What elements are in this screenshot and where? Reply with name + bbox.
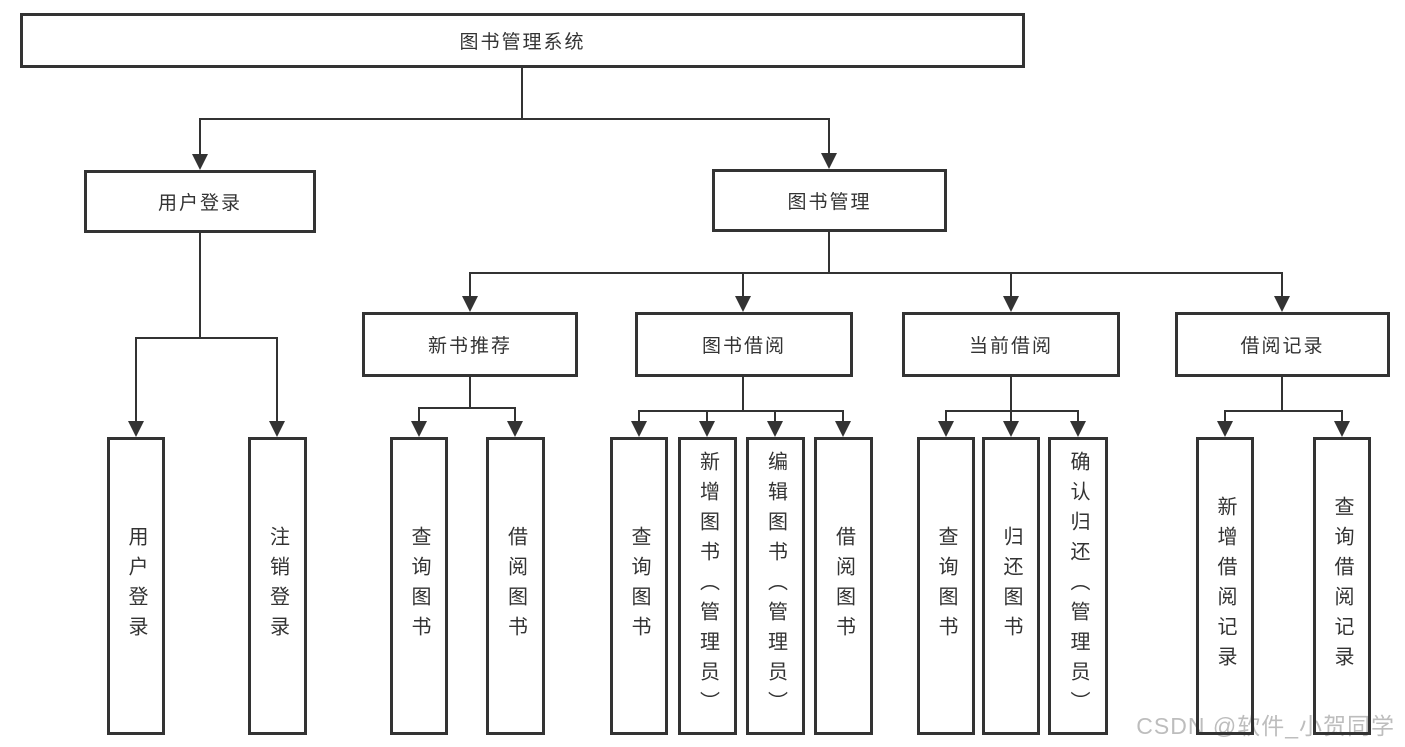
leaf-add-borrow-record-label: 新增借阅记录 [1214,496,1236,676]
arrow-down-icon [1334,421,1350,437]
node-book-borrowing-label: 图书借阅 [701,336,786,357]
connector-line [514,407,516,422]
connector-line [1281,272,1283,297]
arrow-down-icon [835,421,851,437]
leaf-return-book-label: 归还图书 [1000,526,1022,646]
connector-line [945,410,947,422]
connector-line [1224,410,1226,422]
node-new-book-recommend-label: 新书推荐 [427,336,512,357]
connector-line [1077,410,1079,422]
arrow-down-icon [411,421,427,437]
arrow-down-icon [938,421,954,437]
leaf-borrow-books-2-label: 借阅图书 [832,526,855,646]
arrow-down-icon [735,296,751,312]
leaf-confirm-return-admin: 确认归还（管理员） [1048,437,1108,735]
connector-line [135,337,277,339]
connector-line [199,233,201,337]
leaf-query-borrow-record: 查询借阅记录 [1313,437,1371,735]
leaf-borrow-books-1: 借阅图书 [486,437,545,735]
connector-line [469,272,1283,274]
node-current-borrowing-label: 当前借阅 [968,336,1053,357]
connector-line [276,337,278,422]
node-root-label: 图书管理系统 [459,32,586,53]
arrow-down-icon [699,421,715,437]
connector-line [742,377,744,410]
arrow-down-icon [821,153,837,169]
connector-line [828,232,830,272]
node-book-borrowing: 图书借阅 [635,312,853,377]
node-user-login-label: 用户登录 [157,193,242,214]
node-book-management: 图书管理 [712,169,947,232]
leaf-add-book-admin-label: 新增图书（管理员） [696,451,719,721]
arrow-down-icon [1274,296,1290,312]
leaf-query-books-1-label: 查询图书 [408,526,430,646]
leaf-query-books-3: 查询图书 [917,437,975,735]
connector-line [774,410,776,422]
connector-line [842,410,844,422]
arrow-down-icon [462,296,478,312]
connector-line [1010,410,1012,422]
leaf-edit-book-admin: 编辑图书（管理员） [746,437,805,735]
arrow-down-icon [631,421,647,437]
node-current-borrowing: 当前借阅 [902,312,1120,377]
leaf-query-borrow-record-label: 查询借阅记录 [1331,496,1353,676]
arrow-down-icon [1003,296,1019,312]
arrow-down-icon [1003,421,1019,437]
leaf-confirm-return-admin-label: 确认归还（管理员） [1067,451,1089,721]
arrow-down-icon [1217,421,1233,437]
connector-line [1010,377,1012,410]
leaf-add-book-admin: 新增图书（管理员） [678,437,737,735]
arrow-down-icon [507,421,523,437]
node-borrowing-records: 借阅记录 [1175,312,1390,377]
connector-line [638,410,844,412]
leaf-user-login: 用户登录 [107,437,165,735]
connector-line [469,272,471,297]
leaf-query-books-2-label: 查询图书 [628,526,650,646]
node-borrowing-records-label: 借阅记录 [1240,336,1325,357]
connector-line [742,272,744,297]
connector-line [1010,272,1012,297]
leaf-query-books-2: 查询图书 [610,437,668,735]
connector-line [638,410,640,422]
connector-line [945,410,1079,412]
leaf-edit-book-admin-label: 编辑图书（管理员） [764,451,787,721]
leaf-borrow-books-2: 借阅图书 [814,437,873,735]
leaf-query-books-1: 查询图书 [390,437,448,735]
connector-line [1341,410,1343,422]
connector-line [1281,377,1283,410]
connector-line [828,118,830,154]
leaf-logout: 注销登录 [248,437,307,735]
connector-line [199,118,830,120]
leaf-add-borrow-record: 新增借阅记录 [1196,437,1254,735]
connector-line [418,407,420,422]
arrow-down-icon [192,154,208,170]
node-user-login: 用户登录 [84,170,316,233]
leaf-user-login-label: 用户登录 [125,526,147,646]
connector-line [706,410,708,422]
connector-line [469,377,471,407]
node-root: 图书管理系统 [20,13,1025,68]
leaf-borrow-books-1-label: 借阅图书 [504,526,527,646]
arrow-down-icon [128,421,144,437]
connector-line [199,118,201,154]
arrow-down-icon [767,421,783,437]
arrow-down-icon [1070,421,1086,437]
leaf-return-book: 归还图书 [982,437,1040,735]
connector-line [418,407,515,409]
node-book-management-label: 图书管理 [787,192,872,213]
connector-line [521,68,523,118]
leaf-query-books-3-label: 查询图书 [935,526,957,646]
connector-line [135,337,137,422]
connector-line [1224,410,1343,412]
leaf-logout-label: 注销登录 [266,526,289,646]
arrow-down-icon [269,421,285,437]
node-new-book-recommend: 新书推荐 [362,312,578,377]
